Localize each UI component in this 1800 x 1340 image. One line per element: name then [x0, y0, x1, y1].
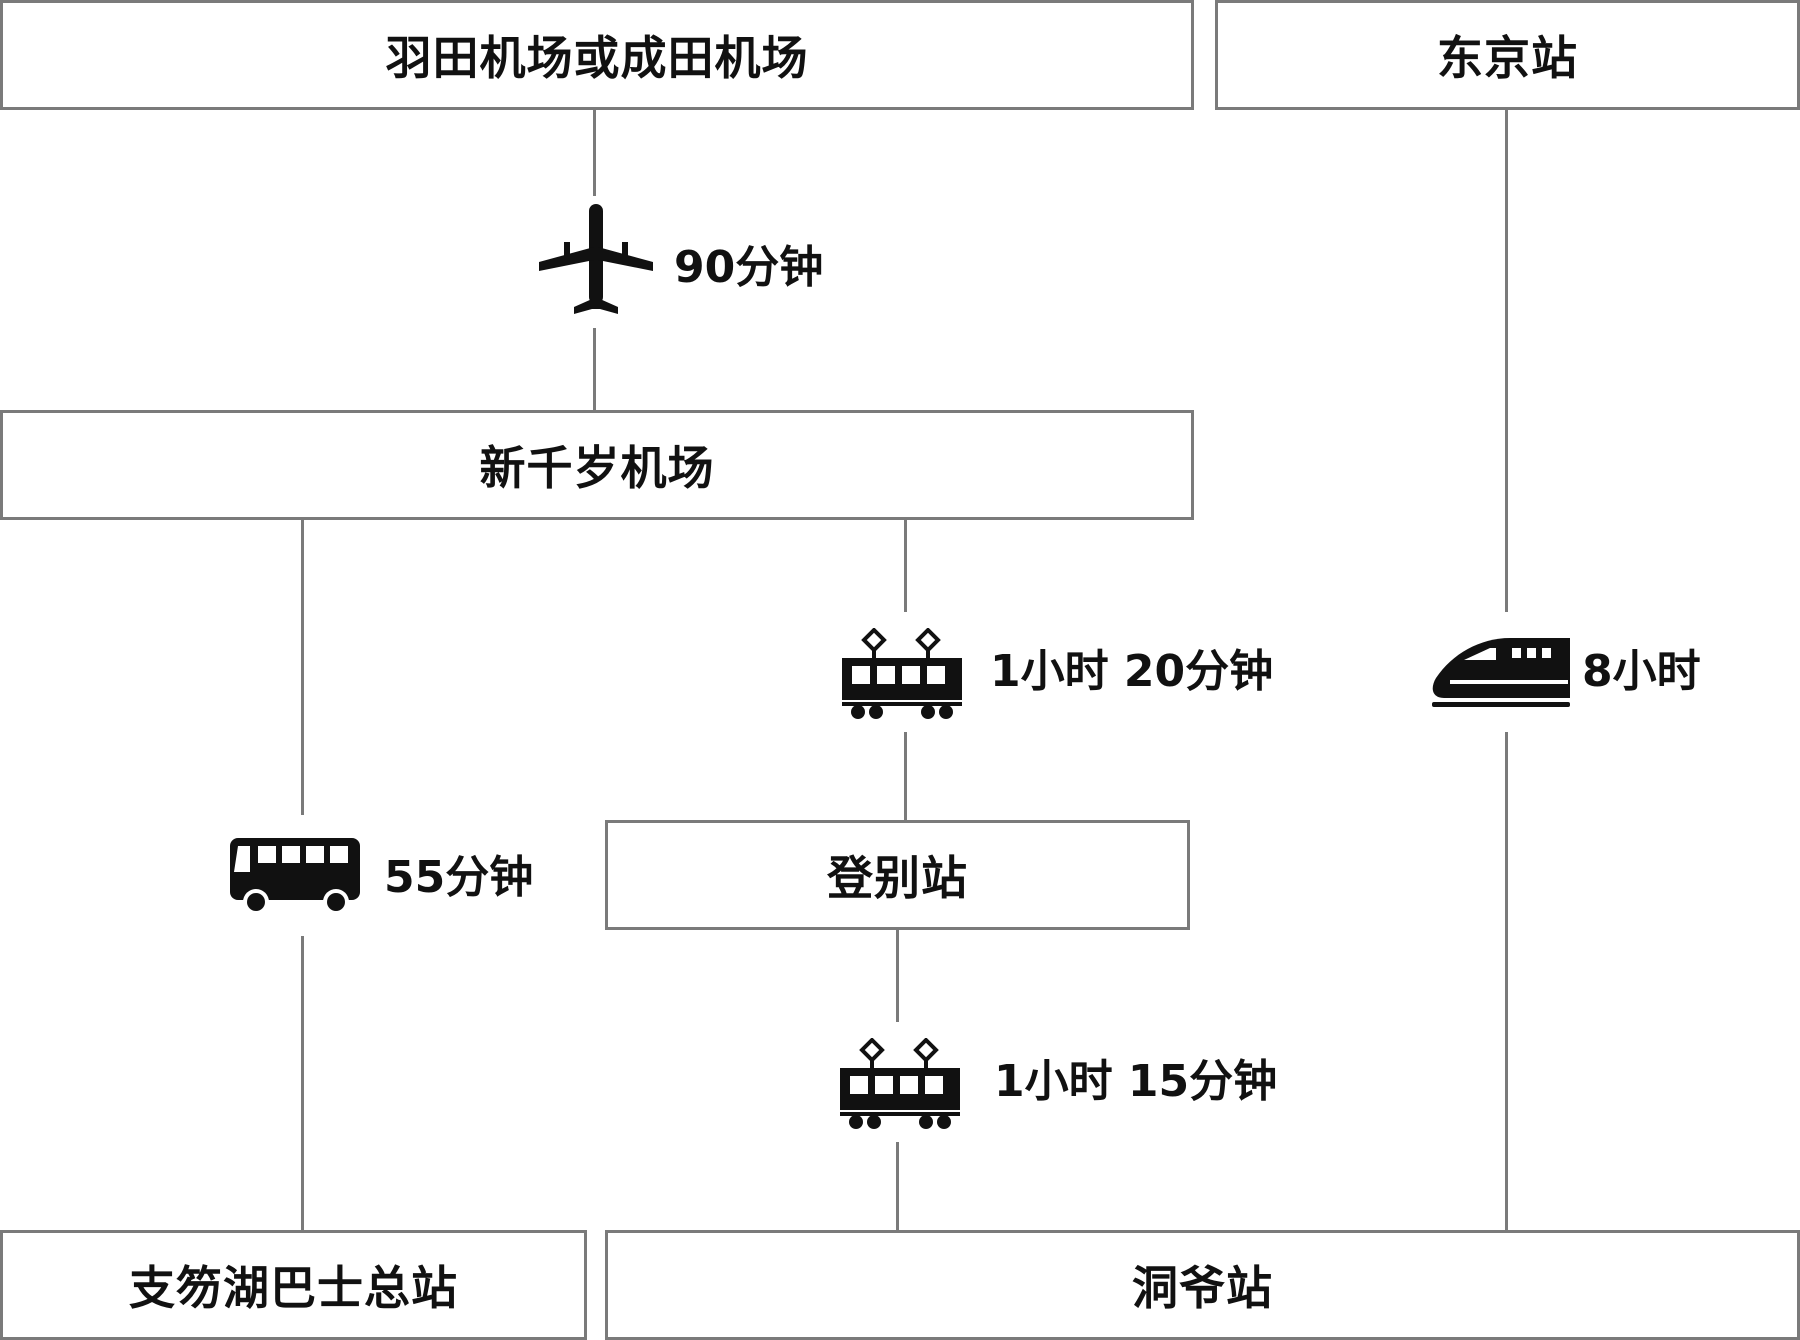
- duration-train-toya: 1小时 15分钟: [994, 1056, 1278, 1107]
- connector-line: [904, 732, 907, 820]
- duration-flight: 90分钟: [674, 242, 824, 293]
- station-shikotsu-bus-terminal: 支笏湖巴士总站: [0, 1230, 587, 1340]
- connector-line: [896, 930, 899, 1022]
- duration-train-noboribetsu: 1小时 20分钟: [990, 646, 1274, 697]
- connector-line: [593, 328, 596, 410]
- connector-line: [593, 110, 596, 196]
- connector-line: [301, 936, 304, 1230]
- duration-bus: 55分钟: [384, 852, 534, 903]
- train-icon: [840, 628, 964, 720]
- station-noboribetsu: 登别站: [605, 820, 1190, 930]
- station-label: 支笏湖巴士总站: [129, 1261, 458, 1315]
- connector-line: [301, 520, 304, 815]
- station-tokyo: 东京站: [1215, 0, 1800, 110]
- station-label: 东京站: [1437, 31, 1578, 85]
- train-icon: [838, 1038, 962, 1130]
- station-haneda-narita: 羽田机场或成田机场: [0, 0, 1194, 110]
- connector-line: [1505, 110, 1508, 612]
- bus-icon: [228, 836, 364, 916]
- station-new-chitose: 新千岁机场: [0, 410, 1194, 520]
- connector-line: [904, 520, 907, 612]
- station-label: 登别站: [827, 851, 968, 905]
- shinkansen-icon: [1430, 636, 1574, 710]
- station-label: 新千岁机场: [479, 441, 715, 495]
- airplane-icon: [536, 202, 656, 322]
- connector-line: [1505, 732, 1508, 1230]
- station-label: 羽田机场或成田机场: [385, 31, 809, 85]
- duration-shinkansen: 8小时: [1582, 646, 1701, 697]
- station-label: 洞爷站: [1132, 1261, 1273, 1315]
- connector-line: [896, 1142, 899, 1230]
- station-toya: 洞爷站: [605, 1230, 1800, 1340]
